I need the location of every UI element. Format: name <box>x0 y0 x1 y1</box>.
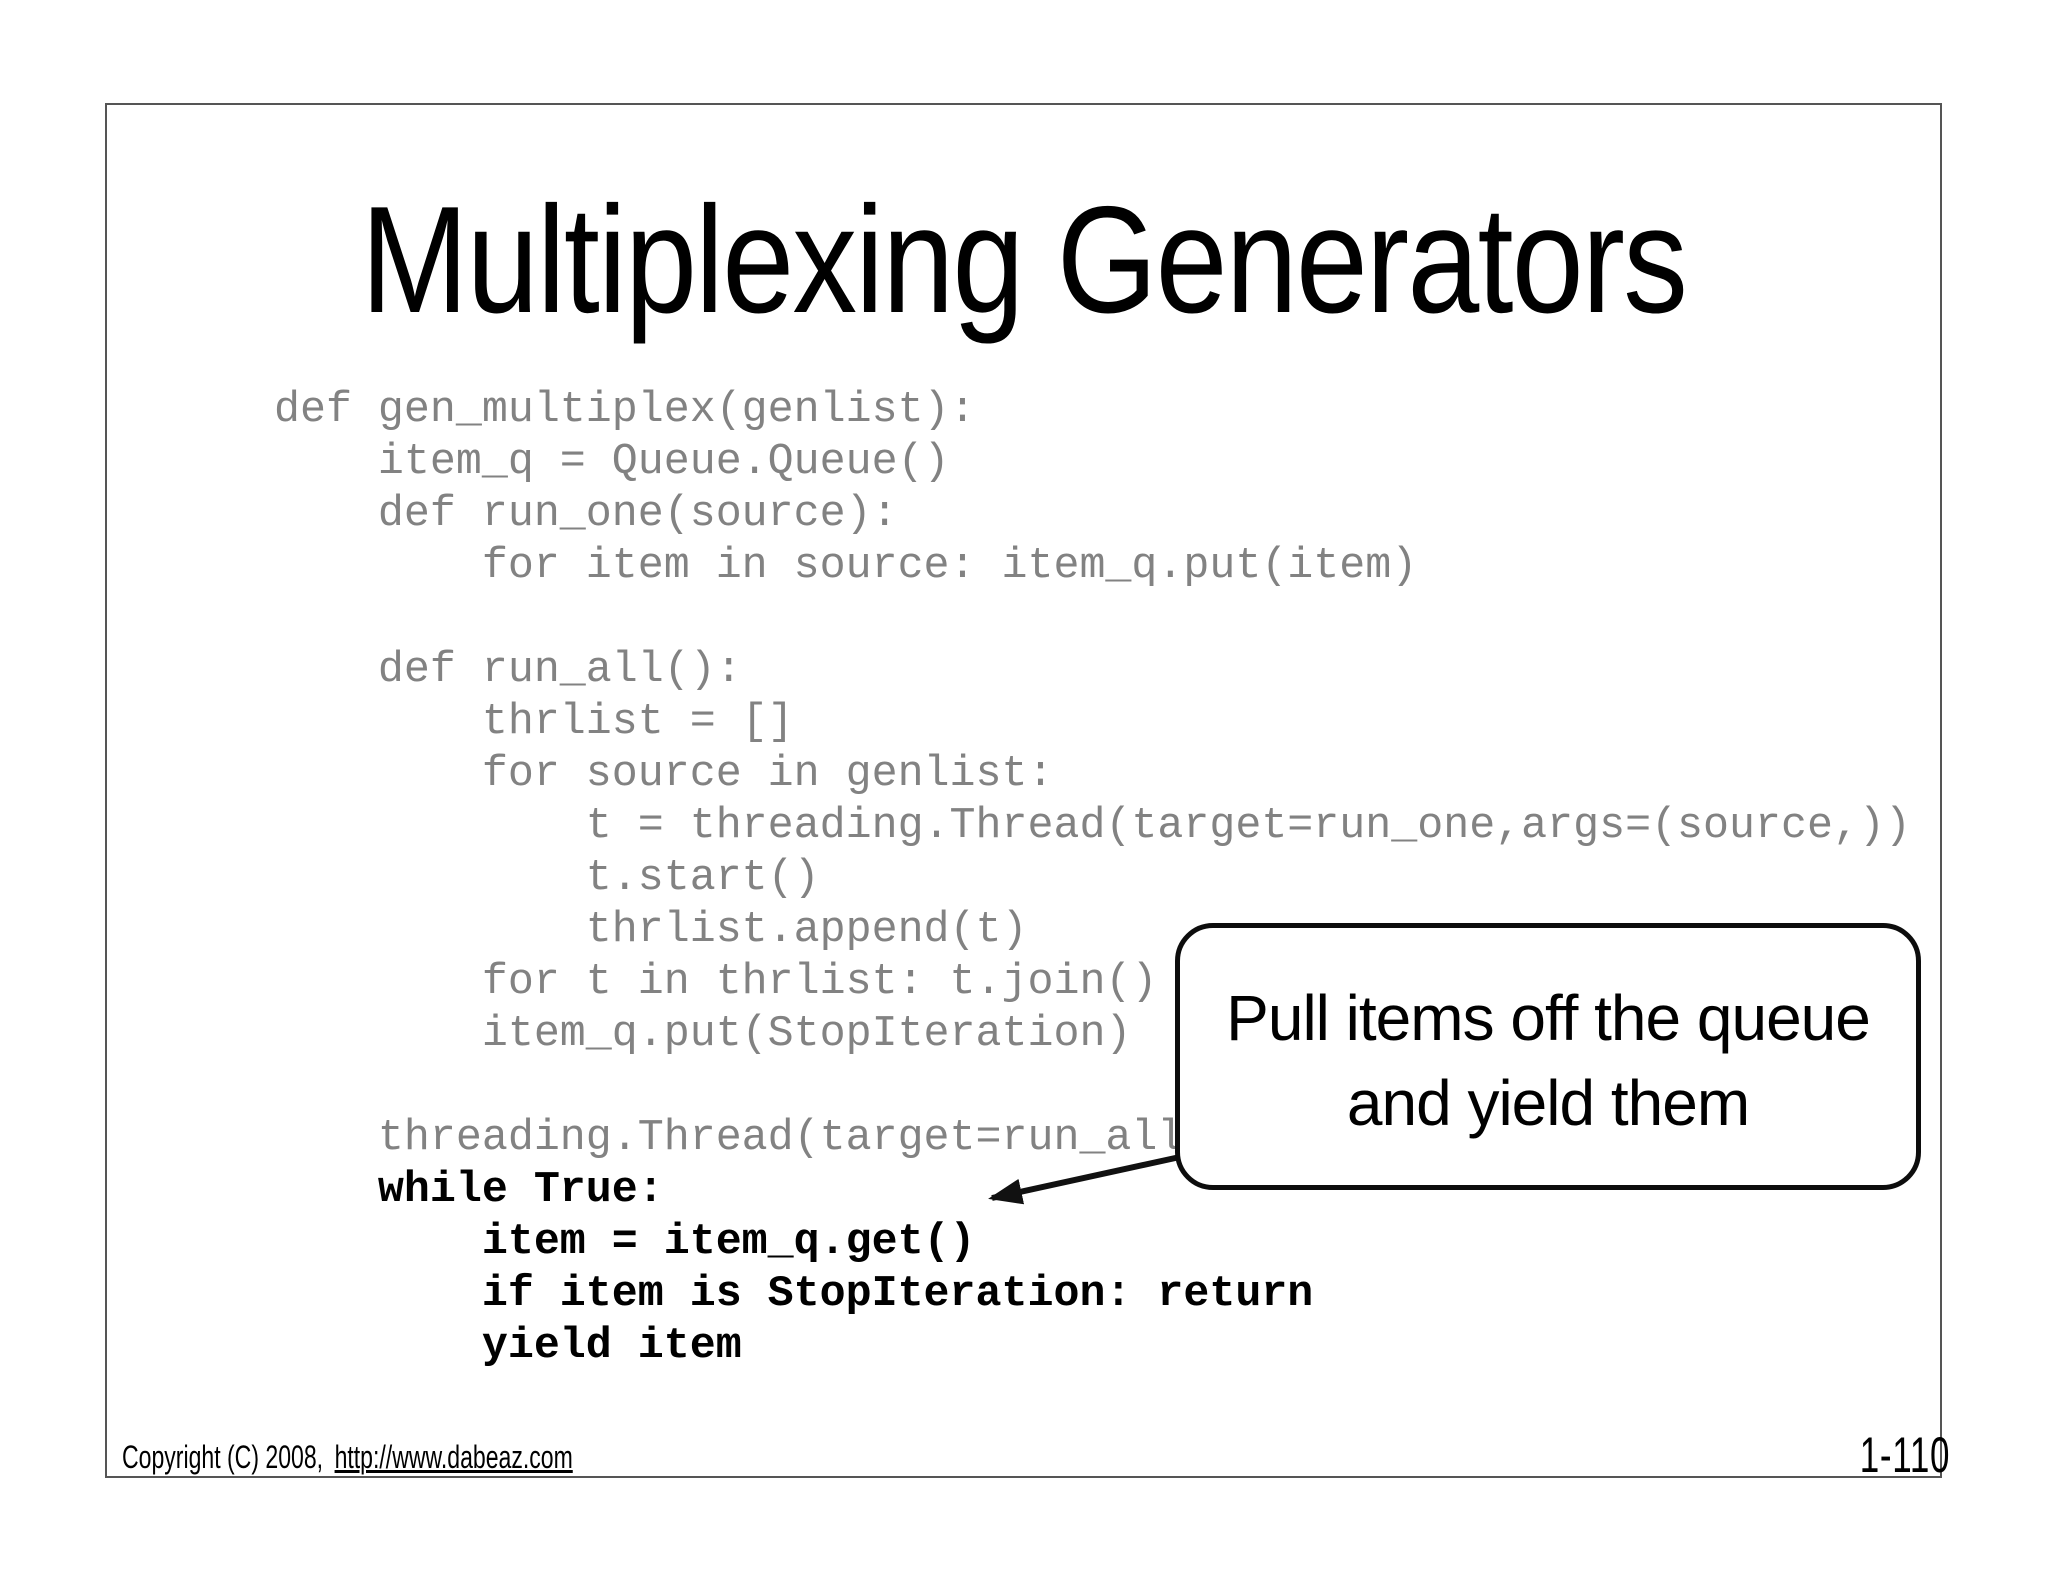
callout-box: Pull items off the queue and yield them <box>1175 923 1921 1190</box>
footer: Copyright (C) 2008, http://www.dabeaz.com <box>122 1439 573 1476</box>
code-block-bold: while True: item = item_q.get() if item … <box>377 1166 1314 1371</box>
copyright-text: Copyright (C) 2008, <box>122 1439 324 1475</box>
footer-link[interactable]: http://www.dabeaz.com <box>334 1439 573 1475</box>
slide: Multiplexing Generators def gen_multiple… <box>105 103 1949 1483</box>
code-block-gray: def gen_multiplex(genlist): item_q = Que… <box>274 386 1911 1163</box>
page-number: 1-110 <box>1859 1427 1950 1483</box>
slide-title: Multiplexing Generators <box>360 175 1688 345</box>
callout-text-line2: and yield them <box>1346 1066 1750 1139</box>
callout-text-line1: Pull items off the queue <box>1226 981 1871 1054</box>
